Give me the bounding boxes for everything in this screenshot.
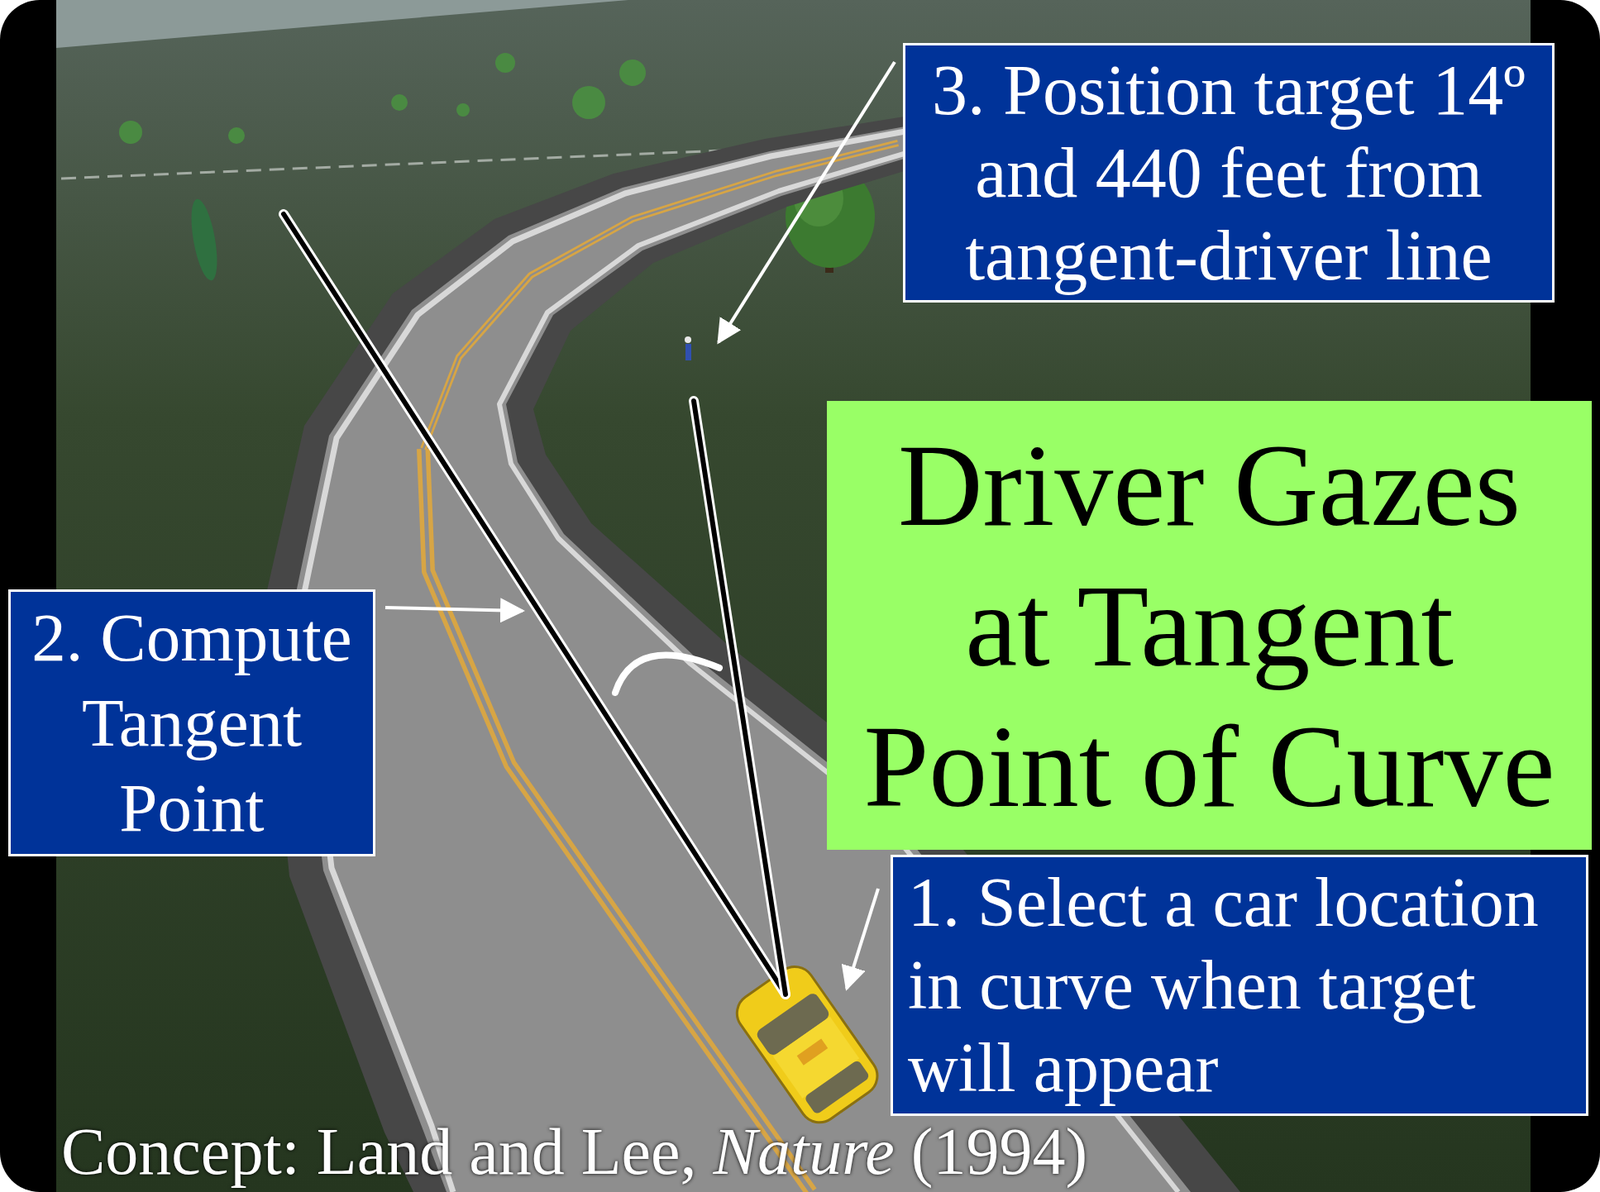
instruction-box: 1. Select a car location in curve when t… — [890, 854, 1589, 1117]
leader-arrows — [385, 62, 895, 989]
box-text: 2. Compute Tangent Point — [19, 595, 365, 851]
instruction-box: 3. Position target 14º and 440 feet from… — [902, 42, 1555, 303]
credit-text: Concept: Land and Lee, — [61, 1116, 698, 1188]
box-text: 3. Position target 14º and 440 feet from… — [921, 48, 1536, 297]
box-text: Driver Gazes at Tangent Point of Curve — [843, 415, 1576, 837]
credit-text: (1994) — [911, 1116, 1088, 1188]
credit-text: Nature — [713, 1116, 895, 1188]
credit-line: Concept: Land and Lee,Nature(1994) — [61, 1116, 1088, 1188]
box-text: 1. Select a car location in curve when t… — [907, 861, 1572, 1110]
car — [729, 959, 885, 1131]
sky — [56, 0, 629, 48]
instruction-box: 2. Compute Tangent Point — [8, 589, 376, 857]
target-figure — [684, 336, 692, 361]
headline-box: Driver Gazes at Tangent Point of Curve — [826, 401, 1592, 851]
